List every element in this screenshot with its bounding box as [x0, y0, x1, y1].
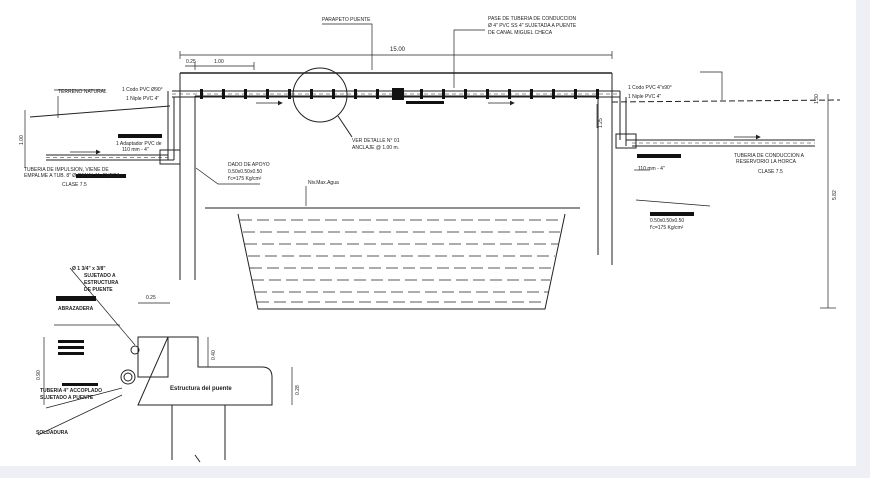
label-codo-right: 1 Codo PVC 4"x90°: [628, 85, 672, 91]
label-codo-left: 1 Codo PVC Ø90°: [122, 87, 163, 93]
detail-tub-1: TUBERIA 4" ACCOPLADO: [40, 388, 102, 394]
label-dado-2: 0.50x0.50x0.50: [228, 169, 262, 175]
dim-125: 1.25: [598, 118, 604, 128]
detail-dim-028: 0.28: [295, 385, 301, 395]
dim-025: 0.25: [186, 59, 196, 65]
label-niple-left: 1 Niple PVC 4": [126, 96, 159, 102]
detail-abraz-4: DE PUENTE: [84, 287, 113, 293]
label-pase-2: Ø 4" PVC SS 4" SUJETADA A PUENTE: [488, 23, 577, 29]
label-dado-3: f'c=175 Kg/cm²: [228, 176, 262, 182]
label-ver-detalle-2: ANCLAJE @ 1.00 m.: [352, 145, 399, 151]
label-dado-r2: f'c=175 Kg/cm²: [650, 225, 684, 231]
dim-130: 1.30: [814, 94, 820, 104]
label-terreno: TERRENO NATURAL: [58, 89, 107, 95]
label-clase-left: CLASE 7.5: [62, 182, 87, 188]
label-dado-1: DADO DE APOYO: [228, 162, 270, 168]
drawing-sheet: PARAPETO PUENTE PASE DE TUBERIA DE CONDU…: [0, 0, 856, 466]
detail-estructura: Estructura del puente: [170, 386, 232, 392]
dim-582: 5.82: [832, 190, 838, 200]
detail-dim-025: 0.25: [146, 295, 156, 301]
dimension-lines: [24, 51, 836, 309]
label-conduccion-2: RESERVORIO LA HORCA: [736, 159, 797, 165]
bridge-pipe-crossing-drawing: PARAPETO PUENTE PASE DE TUBERIA DE CONDU…: [19, 16, 841, 463]
detail-abraz-3: ESTRUCTURA: [84, 280, 119, 286]
label-adaptador-2: 110 mm - 4": [122, 147, 149, 153]
label-ver-detalle-1: VER DETALLE N° 01: [352, 138, 400, 144]
label-pase-1: PASE DE TUBERIA DE CONDUCCION: [488, 16, 577, 22]
detail-abraz-2: SUJETADO A: [84, 273, 116, 279]
dim-total: 15.00: [390, 47, 406, 53]
detail-soldadura: SOLDADURA: [36, 430, 68, 436]
leader-lines: [54, 23, 723, 207]
label-conduccion-1: TUBERIA DE CONDUCCION A: [734, 153, 805, 159]
label-dado-r1: 0.50x0.50x0.50: [650, 218, 684, 224]
detail-dim-040: 0.40: [211, 350, 217, 360]
detail-dim-090: 0.90: [36, 370, 42, 380]
dim-100: 1.00: [214, 59, 224, 65]
bridge-elevation: [29, 72, 841, 310]
flow-arrows: [70, 100, 761, 155]
detail-tub-2: SUJETADO A PUENTE: [40, 395, 94, 401]
anchor-detail: [37, 267, 293, 463]
detail-callout-circle: [292, 67, 353, 138]
label-pase-3: DE CANAL MIGUEL CHECA: [488, 30, 553, 36]
label-adaptador-1: 1 Adaptador PVC de: [116, 141, 162, 147]
pipe-anchors: [76, 88, 694, 216]
label-nivel-agua: Niv.Max.Agua: [308, 180, 339, 186]
label-niple-right: 1 Niple PVC 4": [628, 94, 661, 100]
detail-text-bars: [56, 296, 98, 386]
label-110mm: 110 mm - 4": [638, 166, 665, 172]
detail-abrazadera: ABRAZADERA: [58, 306, 94, 312]
label-impulsion-2: EMPALME A TUB. 8" Ø CANAL M. CHECA: [24, 173, 121, 179]
label-clase-right: CLASE 7.5: [758, 169, 783, 175]
dim-100-v: 1.00: [19, 135, 25, 145]
water-lines: [240, 219, 563, 303]
detail-abraz-1: Ø 1 3/4" x 3/8": [72, 266, 106, 272]
label-impulsion-1: TUBERIA DE IMPULSION, VIENE DE: [24, 167, 109, 173]
label-parapeto-puente: PARAPETO PUENTE: [322, 17, 371, 23]
